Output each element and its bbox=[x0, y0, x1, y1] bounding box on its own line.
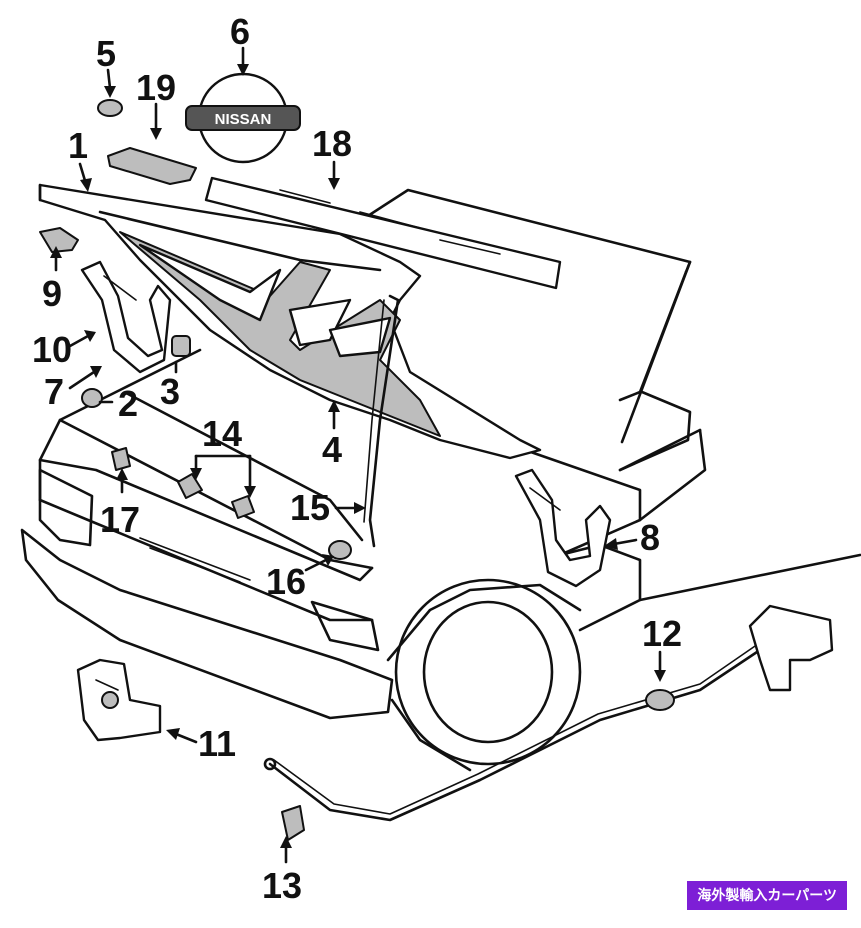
callout-10: 10 bbox=[32, 329, 72, 370]
callout-labels: 1 2 3 4 5 6 7 8 9 10 11 12 13 14 15 16 1… bbox=[32, 11, 682, 906]
callout-7: 7 bbox=[44, 371, 64, 412]
callout-12: 12 bbox=[642, 613, 682, 654]
callout-16: 16 bbox=[266, 561, 306, 602]
shop-badge: 海外製輸入カーパーツ bbox=[687, 881, 847, 910]
callout-5: 5 bbox=[96, 33, 116, 74]
clips-14 bbox=[177, 473, 255, 519]
release-cable-12 bbox=[263, 604, 834, 822]
callout-3: 3 bbox=[160, 371, 180, 412]
callout-6: 6 bbox=[230, 11, 250, 52]
clip-17 bbox=[111, 447, 131, 471]
stopper-3 bbox=[171, 335, 191, 357]
trunk-lid bbox=[38, 176, 562, 460]
plug-2 bbox=[81, 388, 103, 408]
emblem-text: NISSAN bbox=[215, 111, 272, 128]
callout-11: 11 bbox=[198, 723, 236, 764]
clip-13 bbox=[281, 805, 305, 841]
support-rod-15 bbox=[363, 294, 400, 548]
callout-17: 17 bbox=[100, 499, 140, 540]
callout-4: 4 bbox=[322, 429, 342, 470]
plug-16 bbox=[328, 540, 352, 560]
callout-14: 14 bbox=[202, 413, 242, 454]
lock-11 bbox=[76, 658, 162, 742]
leaders bbox=[50, 46, 666, 864]
callout-13: 13 bbox=[262, 865, 302, 906]
callout-8: 8 bbox=[640, 517, 660, 558]
callout-2: 2 bbox=[118, 383, 138, 424]
hinge-8-right bbox=[514, 468, 612, 588]
emblem-6: NISSAN bbox=[185, 72, 301, 164]
grommet-5 bbox=[97, 99, 123, 117]
callout-1: 1 bbox=[68, 125, 88, 166]
car-body bbox=[20, 188, 861, 772]
high-mount-lamp-19 bbox=[107, 147, 197, 185]
buffer-9 bbox=[39, 227, 79, 253]
callout-15: 15 bbox=[290, 487, 330, 528]
callout-18: 18 bbox=[312, 123, 352, 164]
callout-9: 9 bbox=[42, 273, 62, 314]
callout-19: 19 bbox=[136, 67, 176, 108]
hinge-10-left bbox=[80, 260, 172, 374]
